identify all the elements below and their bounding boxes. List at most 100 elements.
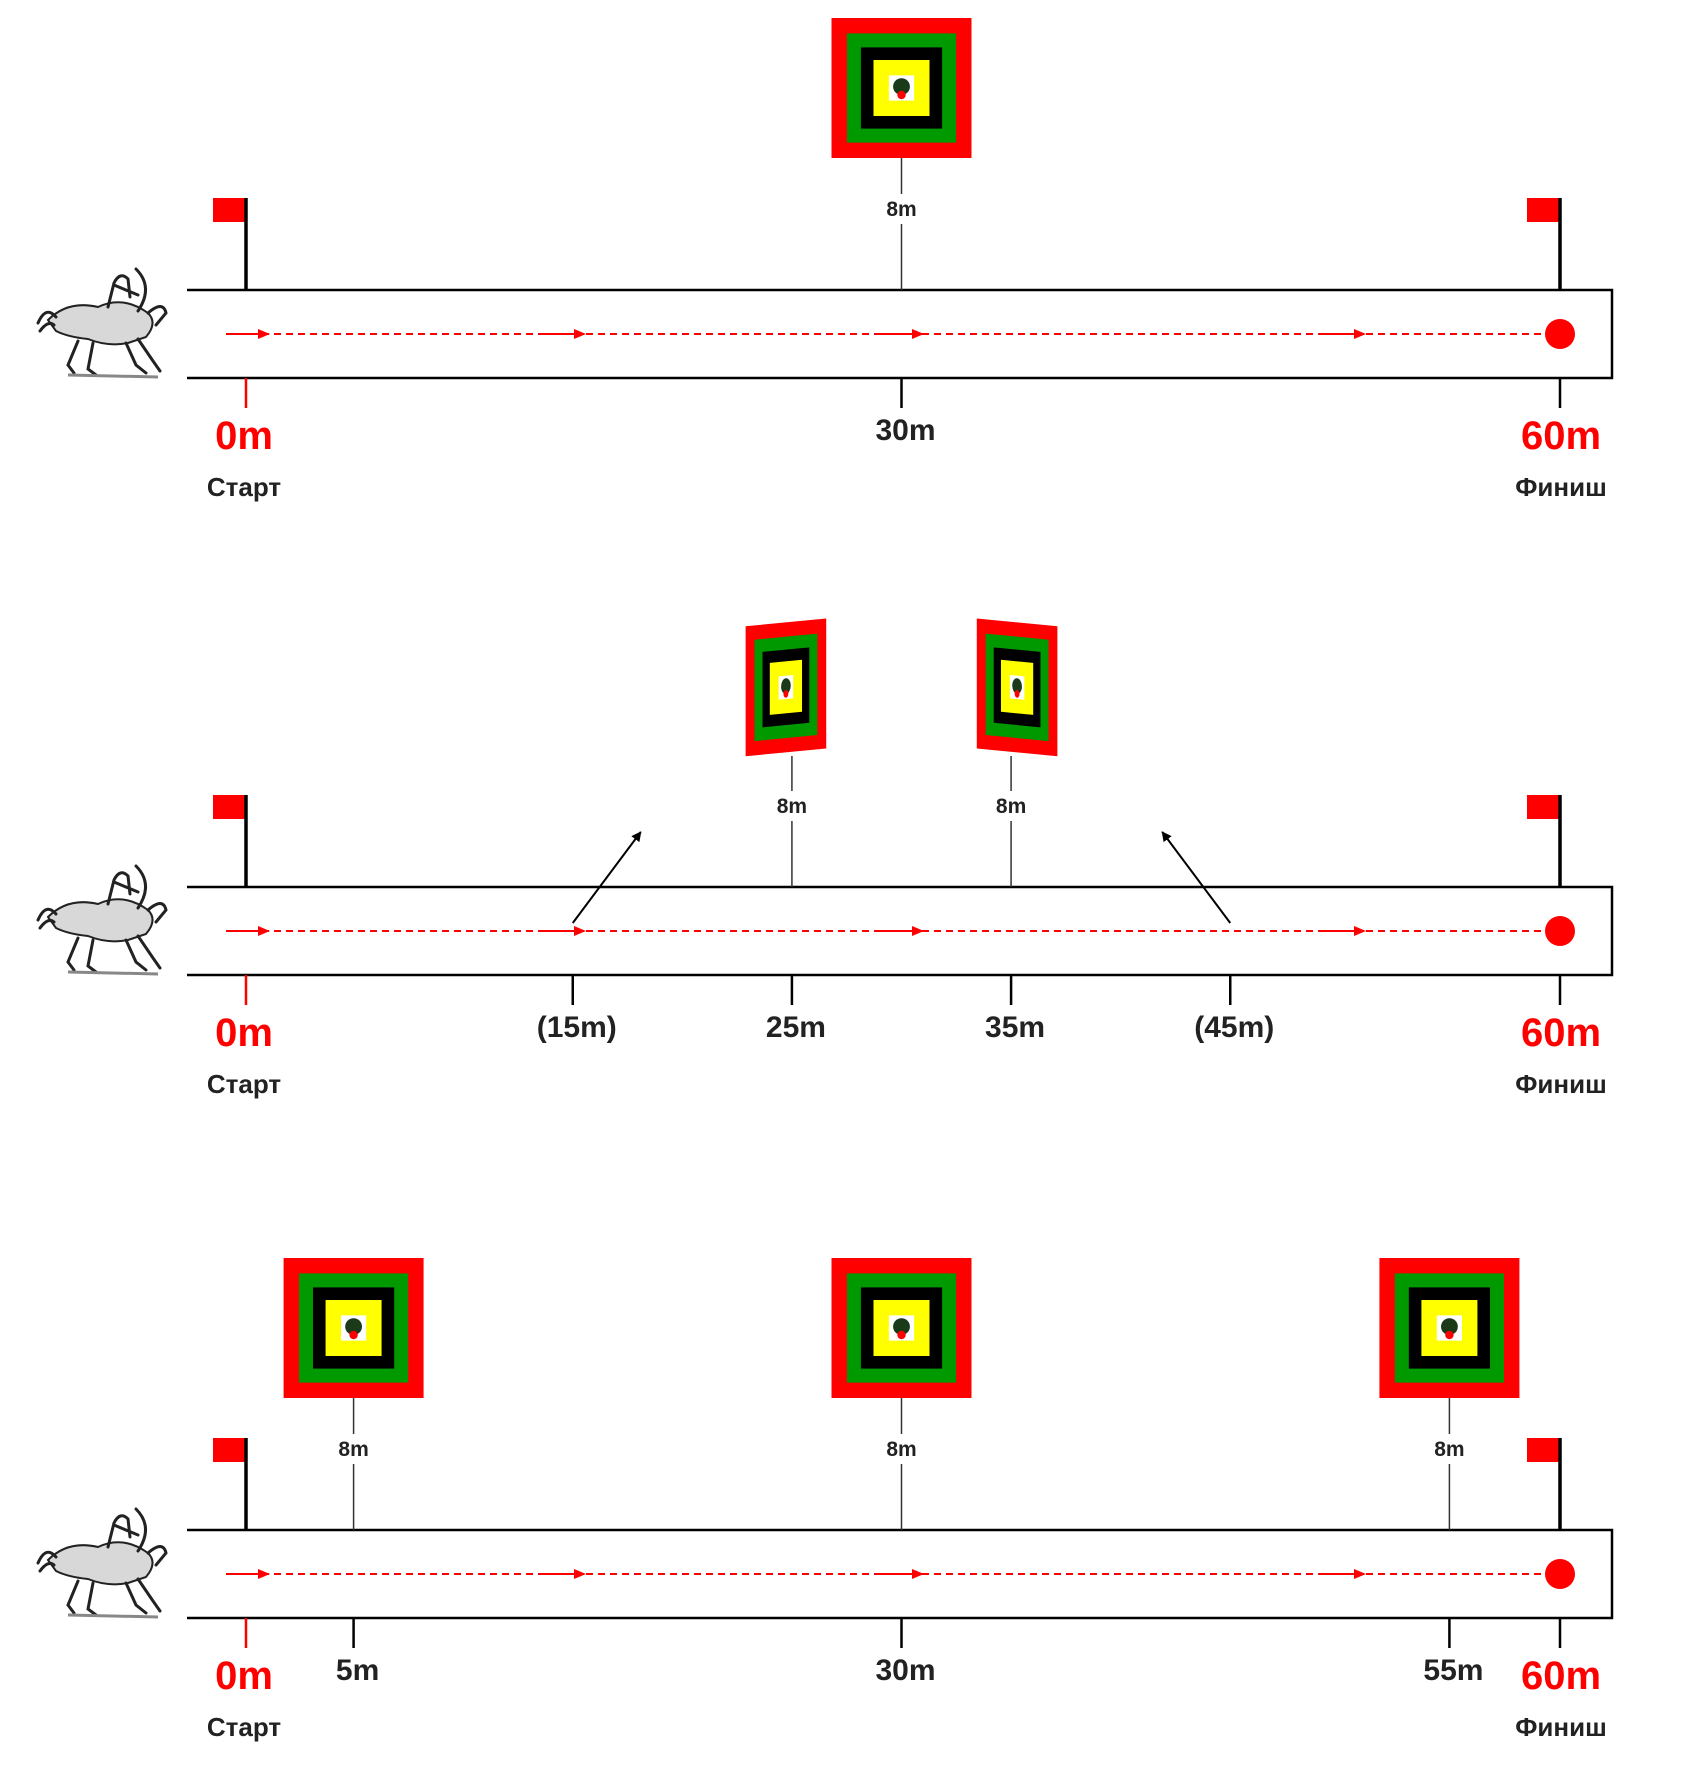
distance-marker-label: 30m xyxy=(875,414,935,447)
flag-icon xyxy=(1527,198,1561,222)
flag-icon xyxy=(213,1438,247,1462)
rider-bow xyxy=(134,267,147,313)
target-height-label: 8m xyxy=(1434,1438,1464,1461)
rider-ground xyxy=(67,1613,159,1619)
distance-marker-label: 25m xyxy=(766,1011,826,1044)
ride-path-arrowhead xyxy=(1354,329,1366,339)
rider-body xyxy=(106,871,140,906)
flag-icon xyxy=(213,198,247,222)
distance-marker-label: 30m xyxy=(875,1654,935,1687)
ride-path-arrowhead xyxy=(1354,926,1366,936)
flag-icon xyxy=(1527,1438,1561,1462)
target-height-label: 8m xyxy=(338,1438,368,1461)
rider-ground xyxy=(67,373,159,379)
start-distance-label: 0m xyxy=(215,1011,273,1055)
target-height-label: 8m xyxy=(886,198,916,221)
horse-head xyxy=(146,305,168,327)
finish-dot-icon xyxy=(1545,319,1575,349)
ride-path-arrowhead xyxy=(574,1569,586,1579)
target-icon xyxy=(1379,1258,1520,1398)
target-angled xyxy=(745,618,827,757)
horse-head xyxy=(146,1545,168,1567)
target-icon xyxy=(745,618,827,757)
ride-path-arrowhead xyxy=(912,1569,924,1579)
horse-tail xyxy=(36,1550,58,1573)
target-icon xyxy=(831,18,972,158)
distance-marker-label: (15m) xyxy=(537,1011,617,1044)
target-face xyxy=(1012,678,1022,694)
track xyxy=(187,1528,1614,1620)
horse-head xyxy=(146,902,168,924)
horse-legs xyxy=(66,934,162,974)
flag-icon xyxy=(213,795,247,819)
ride-path-arrowhead xyxy=(258,329,270,339)
finish-distance-label: 60m xyxy=(1521,1011,1601,1055)
horse-archer-icon xyxy=(36,1507,168,1619)
distance-marker-label: 55m xyxy=(1423,1654,1483,1687)
target-face-mouth xyxy=(897,1330,906,1340)
target-icon xyxy=(831,1258,972,1398)
horse-body xyxy=(46,898,154,943)
target-face xyxy=(893,1318,910,1335)
target-face xyxy=(1441,1318,1458,1335)
target-face-mouth xyxy=(349,1330,358,1340)
horse-legs xyxy=(66,337,162,377)
ride-path-arrowhead xyxy=(258,926,270,936)
target-icon xyxy=(283,1258,424,1398)
rider-bow xyxy=(134,864,147,910)
finish-dot-icon xyxy=(1545,916,1575,946)
finish-label: Финиш xyxy=(1515,1069,1607,1099)
start-label: Старт xyxy=(207,1712,282,1742)
target-face-mouth xyxy=(897,90,906,100)
flag-icon xyxy=(1527,795,1561,819)
shot-direction-arrow xyxy=(1161,831,1232,924)
start-distance-label: 0m xyxy=(215,414,273,458)
target-height-label: 8m xyxy=(996,795,1026,818)
finish-distance-label: 60m xyxy=(1521,1654,1601,1698)
rider-ground xyxy=(67,970,159,976)
distance-marker-label: (45m) xyxy=(1194,1011,1274,1044)
ride-path-arrowhead xyxy=(258,1569,270,1579)
target-face xyxy=(781,678,791,694)
start-distance-label: 0m xyxy=(215,1654,273,1698)
distance-marker-label: 35m xyxy=(985,1011,1045,1044)
target-height-label: 8m xyxy=(886,1438,916,1461)
finish-label: Финиш xyxy=(1515,472,1607,502)
start-label: Старт xyxy=(207,1069,282,1099)
rider-body xyxy=(106,274,140,309)
horse-archer-icon xyxy=(36,864,168,976)
ride-path-arrowhead xyxy=(912,329,924,339)
target-icon xyxy=(976,618,1058,757)
target-face-mouth xyxy=(1445,1330,1454,1340)
track xyxy=(187,288,1614,380)
start-label: Старт xyxy=(207,472,282,502)
target-icon xyxy=(976,618,1058,757)
target-face xyxy=(345,1318,362,1335)
finish-dot-icon xyxy=(1545,1559,1575,1589)
horse-tail xyxy=(36,310,58,333)
finish-label: Финиш xyxy=(1515,1712,1607,1742)
target-height-label: 8m xyxy=(777,795,807,818)
horse-tail xyxy=(36,907,58,930)
distance-marker-label: 5m xyxy=(336,1654,379,1687)
ride-path-arrowhead xyxy=(912,926,924,936)
ride-path-arrowhead xyxy=(574,926,586,936)
shot-direction-arrow xyxy=(571,831,642,924)
horse-body xyxy=(46,301,154,346)
target-face xyxy=(893,78,910,95)
target-icon xyxy=(745,618,827,757)
target-face-mouth xyxy=(783,689,789,698)
track xyxy=(187,885,1614,977)
ride-path-arrowhead xyxy=(574,329,586,339)
rider-bow xyxy=(134,1507,147,1553)
horse-body xyxy=(46,1541,154,1586)
finish-distance-label: 60m xyxy=(1521,414,1601,458)
ride-path-arrowhead xyxy=(1354,1569,1366,1579)
rider-body xyxy=(106,1514,140,1549)
horse-legs xyxy=(66,1577,162,1617)
target-angled xyxy=(976,618,1058,757)
